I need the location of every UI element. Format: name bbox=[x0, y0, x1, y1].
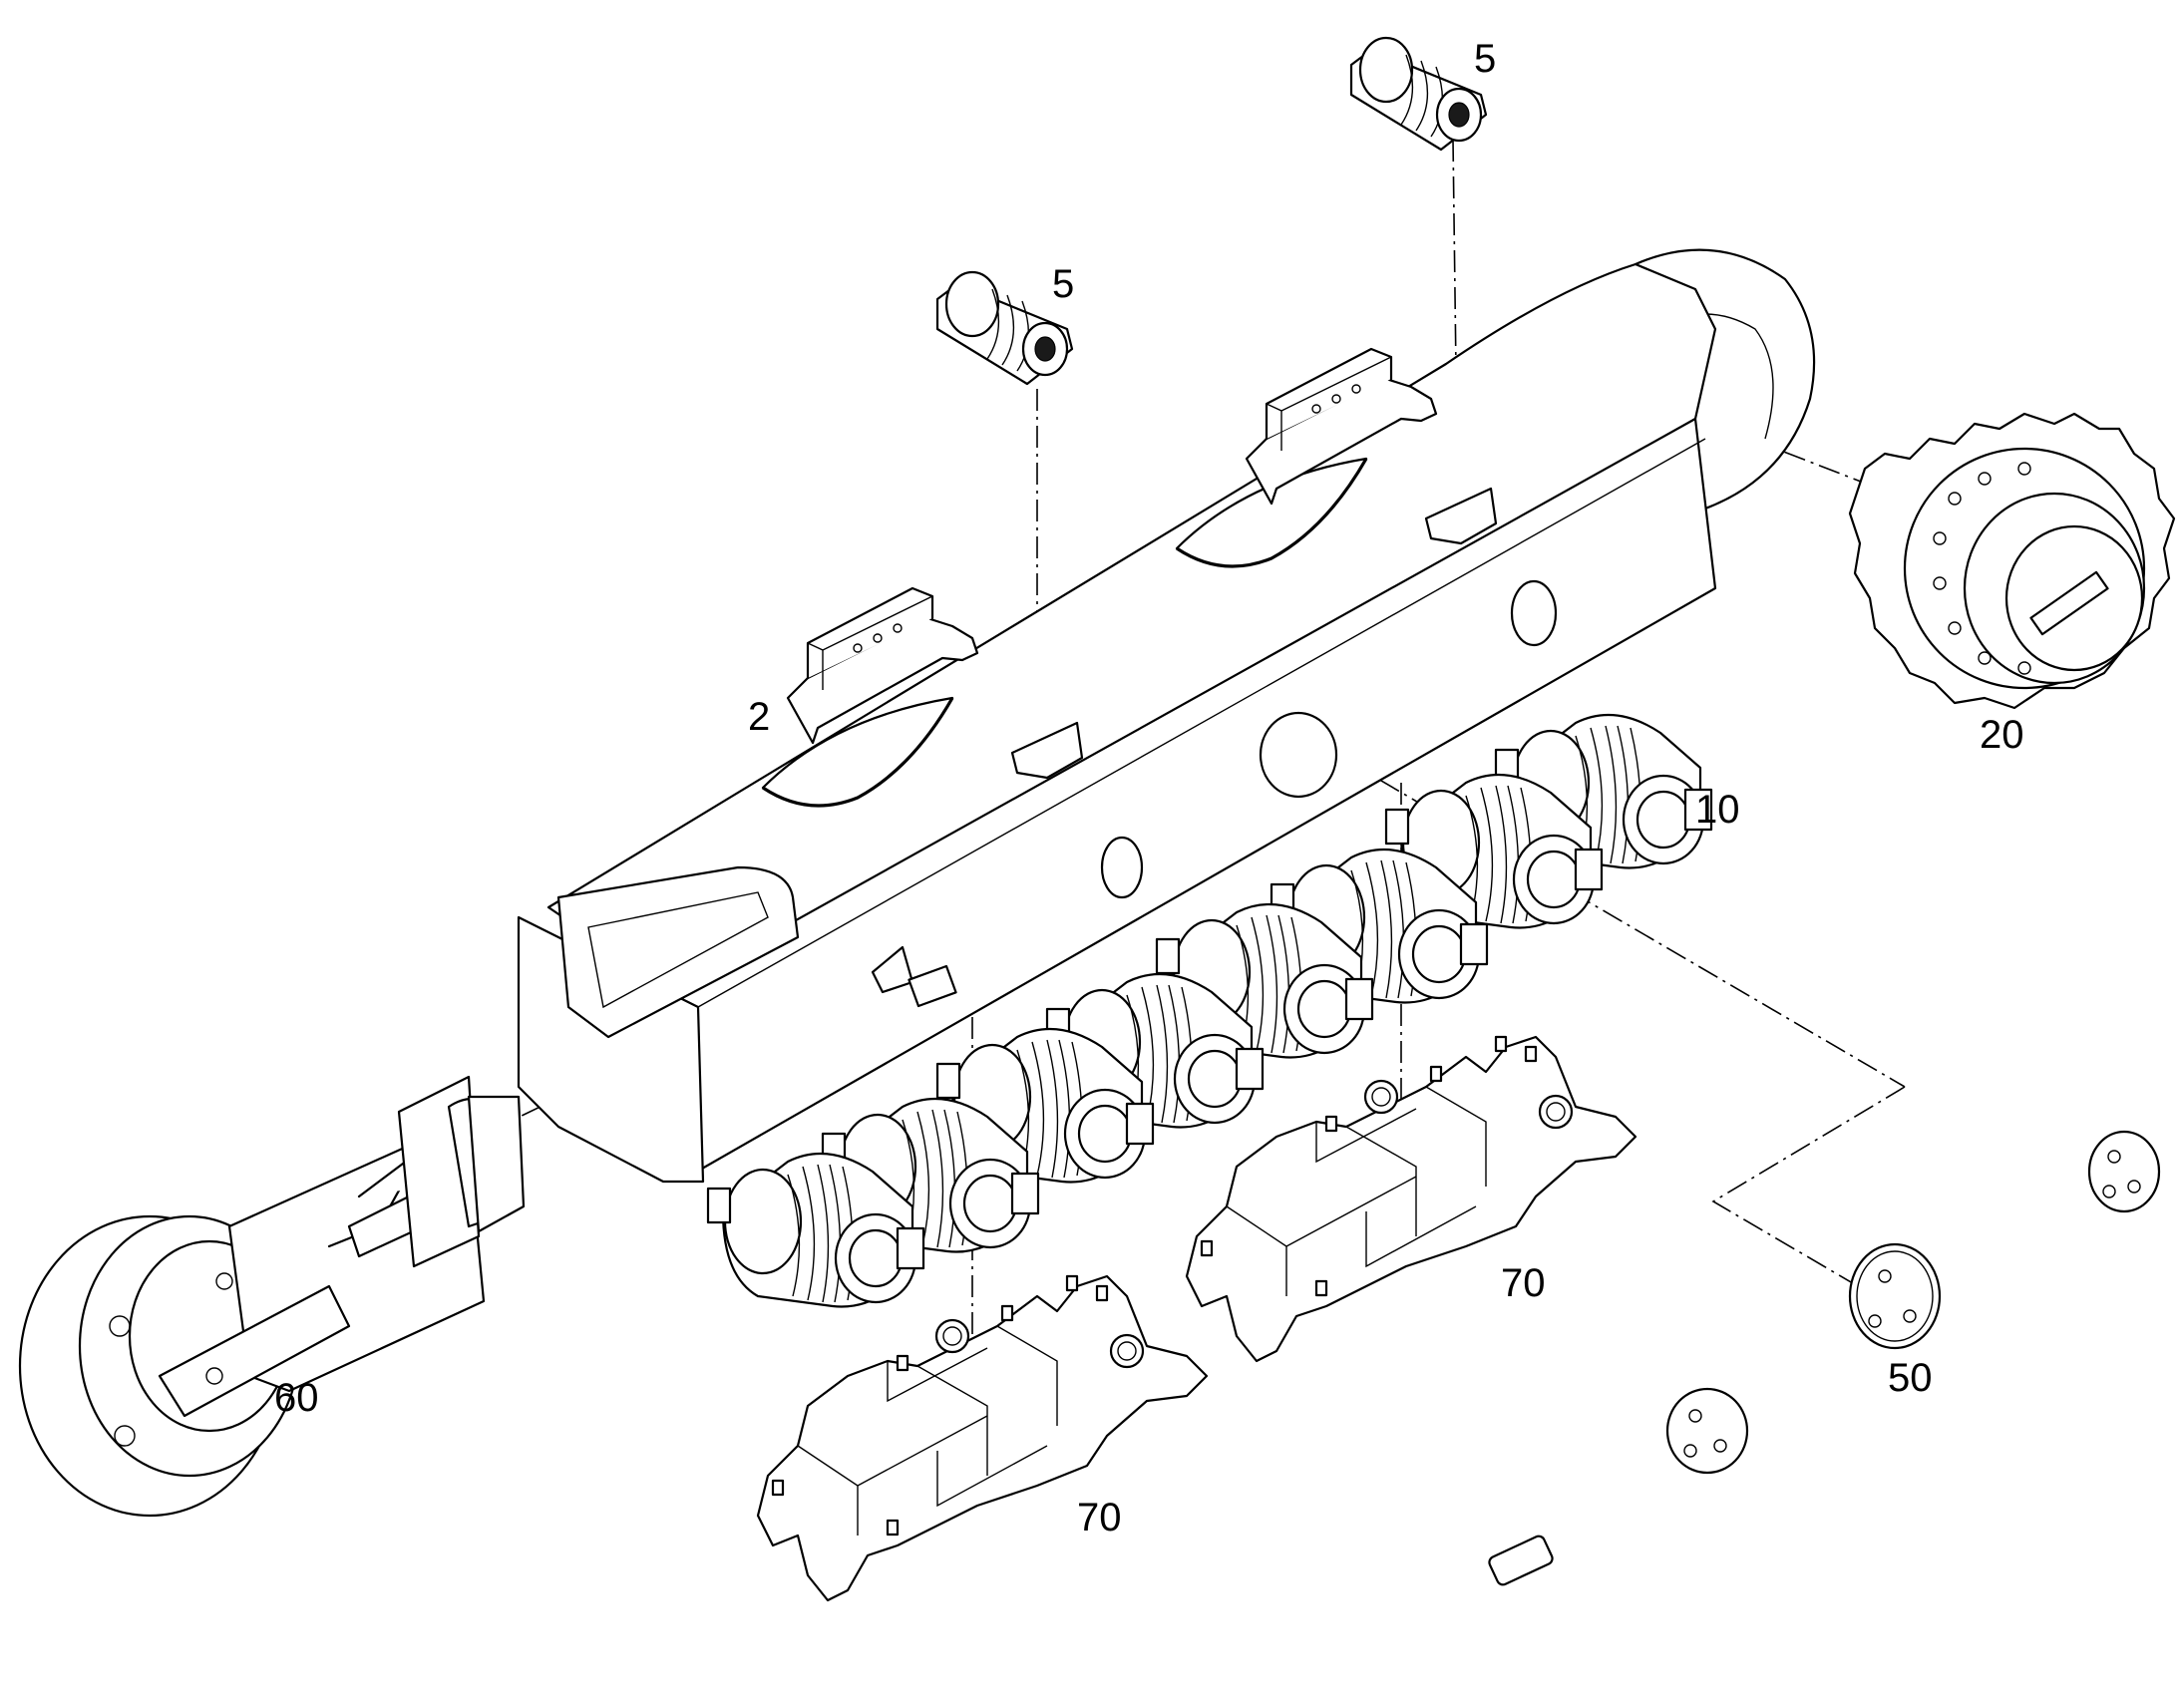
assembly-line bbox=[1315, 742, 1906, 1088]
callout-20: 20 bbox=[1980, 713, 2024, 757]
track-frame-part-2 bbox=[517, 248, 1816, 1184]
callout-70-right: 70 bbox=[1501, 1261, 1546, 1305]
idler-wheel-part-60 bbox=[18, 1075, 526, 1518]
carrier-roller-right-part-5 bbox=[1349, 36, 1488, 152]
cover-plate bbox=[1488, 1535, 1554, 1586]
callouts: 2 5 5 10 20 50 60 70 70 bbox=[274, 37, 2024, 1539]
callout-70-left: 70 bbox=[1077, 1496, 1122, 1539]
assembly-line bbox=[1452, 139, 1459, 524]
sprocket-drive-part-20 bbox=[1848, 412, 2176, 710]
callout-2: 2 bbox=[748, 695, 770, 739]
roller-pad bbox=[1424, 487, 1498, 545]
cover-disc bbox=[2087, 1130, 2161, 1213]
frame-hole bbox=[1100, 836, 1144, 899]
callout-5-left: 5 bbox=[1052, 262, 1074, 306]
covers-part-50 bbox=[1488, 1130, 2161, 1586]
frame-hole bbox=[1259, 711, 1338, 799]
frame-front-block bbox=[517, 915, 705, 1184]
carrier-roller-left-part-5 bbox=[935, 270, 1074, 386]
callout-60: 60 bbox=[274, 1376, 319, 1420]
frame-top-face bbox=[546, 262, 1717, 1009]
frame-hole bbox=[1510, 579, 1558, 647]
callout-5-right: 5 bbox=[1474, 37, 1496, 81]
cover-disc bbox=[1665, 1387, 1749, 1475]
cover-disc bbox=[1848, 1242, 1942, 1350]
assembly-line bbox=[1749, 438, 1906, 500]
roller-guard-left-part-70 bbox=[756, 1274, 1209, 1602]
callout-10: 10 bbox=[1695, 788, 1740, 832]
assembly-line bbox=[1711, 1086, 1906, 1297]
frame-nameplate bbox=[908, 964, 957, 1008]
frame-front-window bbox=[556, 865, 800, 1039]
roller-pad bbox=[1010, 721, 1084, 780]
callout-50: 50 bbox=[1888, 1356, 1933, 1400]
